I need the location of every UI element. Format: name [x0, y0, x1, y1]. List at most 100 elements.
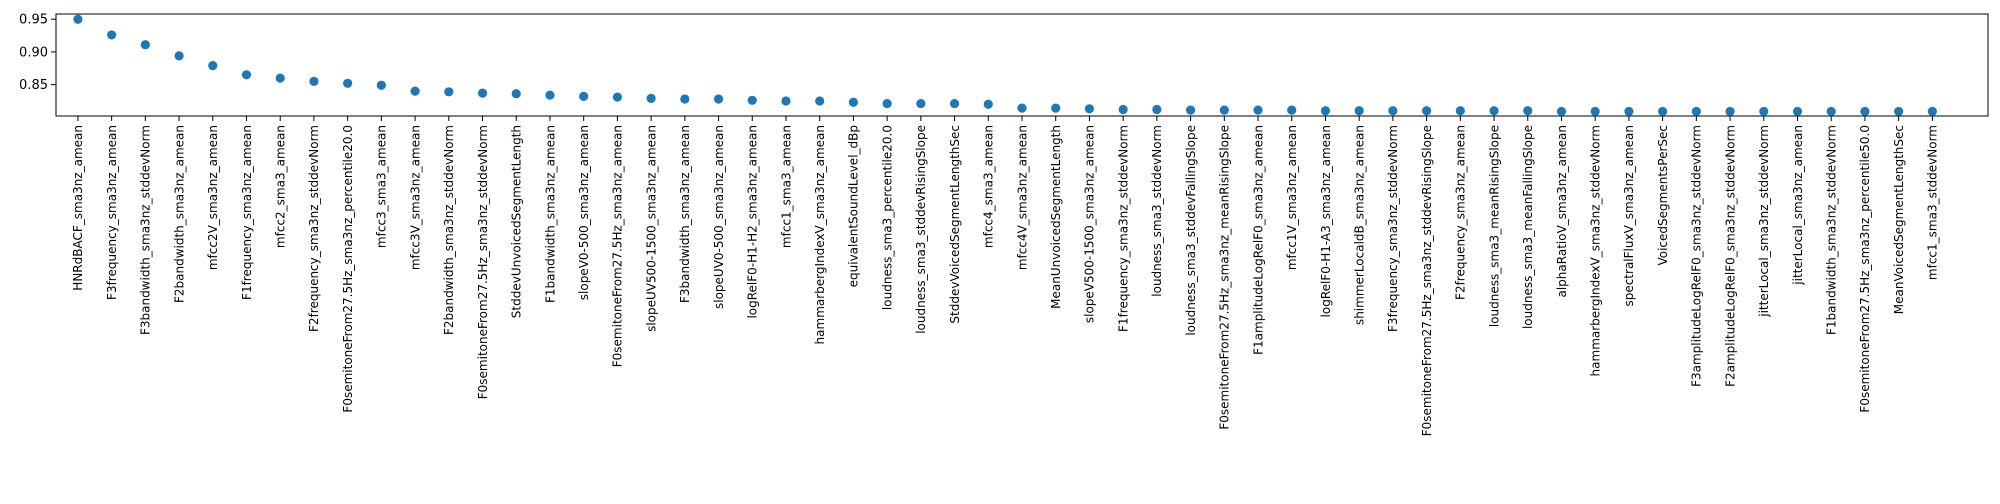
x-tick-label: StddevUnvoicedSegmentLength [510, 125, 524, 318]
x-tick-label: equivalentSoundLevel_dBp [847, 125, 861, 287]
x-tick-label: slopeV0-500_sma3nz_amean [577, 125, 591, 300]
x-tick-label: jitterLocal_sma3nz_amean [1791, 125, 1805, 286]
x-tick-label: F1bandwidth_sma3nz_amean [543, 125, 557, 303]
x-tick-label: mfcc4V_sma3nz_amean [1015, 125, 1029, 270]
data-point [612, 92, 622, 102]
data-point [1792, 106, 1803, 117]
data-point [410, 86, 420, 96]
data-point [747, 95, 757, 105]
x-tick-label: mfcc1_sma3_stddevNorm [1926, 125, 1940, 280]
data-point [713, 94, 724, 104]
x-tick-label: loudness_sma3_stddevRisingSlope [914, 125, 928, 334]
data-point [511, 89, 521, 99]
x-axis: HNRdBACF_sma3nz_amean F3frequency_sma3nz_… [71, 116, 1940, 436]
data-point [545, 90, 555, 100]
x-tick-label: F1frequency_sma3nz_amean [240, 125, 254, 300]
y-tick-label: 0.85 [19, 78, 48, 93]
data-point [1624, 106, 1634, 117]
x-tick-label: loudness_sma3_meanFallingSlope [1521, 125, 1535, 329]
x-tick-label: F1amplitudeLogRelF0_sma3nz_amean [1251, 125, 1265, 355]
data-point [107, 30, 117, 40]
x-tick-label: logRelF0-H1-A3_sma3nz_amean [1319, 125, 1333, 317]
data-point [1253, 105, 1263, 115]
x-tick-label: F2amplitudeLogRelF0_sma3nz_stddevNorm [1723, 125, 1737, 387]
data-point [73, 14, 83, 24]
data-point [1826, 106, 1836, 117]
x-tick-label: F1frequency_sma3nz_stddevNorm [1116, 125, 1130, 332]
x-tick-label: F0semitoneFrom27.5Hz_sma3nz_meanRisingSl… [1218, 125, 1232, 430]
x-tick-label: F0semitoneFrom27.5Hz_sma3nz_percentile50… [1858, 125, 1872, 413]
data-point [815, 96, 825, 106]
x-tick-label: slopeUV500-1500_sma3nz_amean [644, 125, 658, 332]
x-tick-label: mfcc3V_sma3nz_amean [408, 125, 422, 270]
data-point [140, 40, 150, 50]
x-tick-label: spectralFluxV_sma3nz_amean [1622, 125, 1636, 307]
x-tick-label: hammarbergIndexV_sma3nz_amean [813, 125, 827, 344]
x-tick-label: MeanUnvoicedSegmentLength [1049, 125, 1063, 309]
data-point [1388, 106, 1398, 116]
x-tick-label: loudness_sma3_stddevNorm [1150, 125, 1164, 297]
plot-area [55, 13, 1989, 117]
data-point [1759, 106, 1769, 117]
x-tick-label: alphaRatioV_sma3nz_amean [1555, 125, 1569, 298]
data-point [1860, 106, 1870, 117]
data-point [579, 91, 589, 101]
data-point [646, 93, 656, 103]
x-tick-label: F2bandwidth_sma3nz_amean [172, 125, 186, 303]
data-point [376, 80, 386, 90]
x-tick-label: F0semitoneFrom27.5Hz_sma3nz_stddevRising… [1420, 125, 1434, 436]
data-point [1051, 103, 1061, 113]
x-tick-label: F0semitoneFrom27.5Hz_sma3nz_amean [611, 125, 625, 367]
data-point [949, 98, 960, 109]
data-point [1084, 104, 1095, 114]
x-tick-label: F3bandwidth_sma3nz_stddevNorm [139, 125, 153, 335]
x-tick-label: mfcc3_sma3_amean [375, 125, 389, 248]
data-point [309, 76, 319, 86]
data-point [1118, 104, 1128, 115]
data-point [1658, 106, 1668, 117]
x-tick-label: jitterLocal_sma3nz_stddevNorm [1757, 125, 1771, 318]
x-tick-label: VoicedSegmentsPerSec [1656, 125, 1670, 266]
data-point [1422, 106, 1432, 116]
x-tick-label: shimmerLocaldB_sma3nz_amean [1352, 125, 1366, 325]
data-point [916, 98, 926, 109]
x-tick-label: F2frequency_sma3nz_stddevNorm [307, 125, 321, 332]
x-tick-label: mfcc2_sma3_amean [274, 125, 288, 248]
data-point [680, 94, 690, 104]
data-point [1455, 106, 1465, 116]
data-point [1927, 106, 1937, 117]
data-point [1725, 106, 1735, 117]
data-point [1590, 106, 1600, 117]
data-point [1287, 105, 1297, 115]
data-point [848, 97, 859, 107]
x-tick-label: loudness_sma3_meanRisingSlope [1487, 125, 1501, 327]
x-tick-label: StddevVoicedSegmentLengthSec [948, 125, 962, 324]
x-tick-label: F0semitoneFrom27.5Hz_sma3nz_stddevNorm [476, 125, 490, 399]
data-point [1556, 106, 1567, 117]
data-points [73, 14, 1937, 117]
x-tick-label: F0semitoneFrom27.5Hz_sma3nz_percentile20… [341, 125, 355, 413]
data-point [1489, 106, 1499, 116]
x-tick-label: loudness_sma3_stddevFallingSlope [1184, 125, 1198, 336]
data-point [882, 98, 892, 109]
data-point [1354, 106, 1364, 116]
x-tick-label: F3frequency_sma3nz_amean [105, 125, 119, 300]
x-tick-label: loudness_sma3_percentile20.0 [880, 125, 894, 310]
data-point [983, 99, 993, 109]
x-tick-label: F3bandwidth_sma3nz_amean [678, 125, 692, 303]
x-tick-label: hammarbergIndexV_sma3nz_stddevNorm [1588, 125, 1602, 376]
x-tick-label: logRelF0-H1-H2_sma3nz_amean [746, 125, 760, 319]
data-point [1017, 103, 1027, 113]
data-point [444, 87, 454, 97]
data-point [1691, 106, 1701, 117]
x-tick-label: F3amplitudeLogRelF0_sma3nz_stddevNorm [1690, 125, 1704, 387]
x-tick-label: F2frequency_sma3nz_amean [1454, 125, 1468, 300]
x-tick-label: mfcc2V_sma3nz_amean [206, 125, 220, 270]
x-tick-label: F2bandwidth_sma3nz_stddevNorm [442, 125, 456, 335]
data-point [275, 73, 285, 83]
data-point [477, 88, 488, 98]
data-point [1320, 106, 1331, 116]
x-tick-label: HNRdBACF_sma3nz_amean [71, 125, 85, 291]
data-point [1185, 105, 1196, 115]
